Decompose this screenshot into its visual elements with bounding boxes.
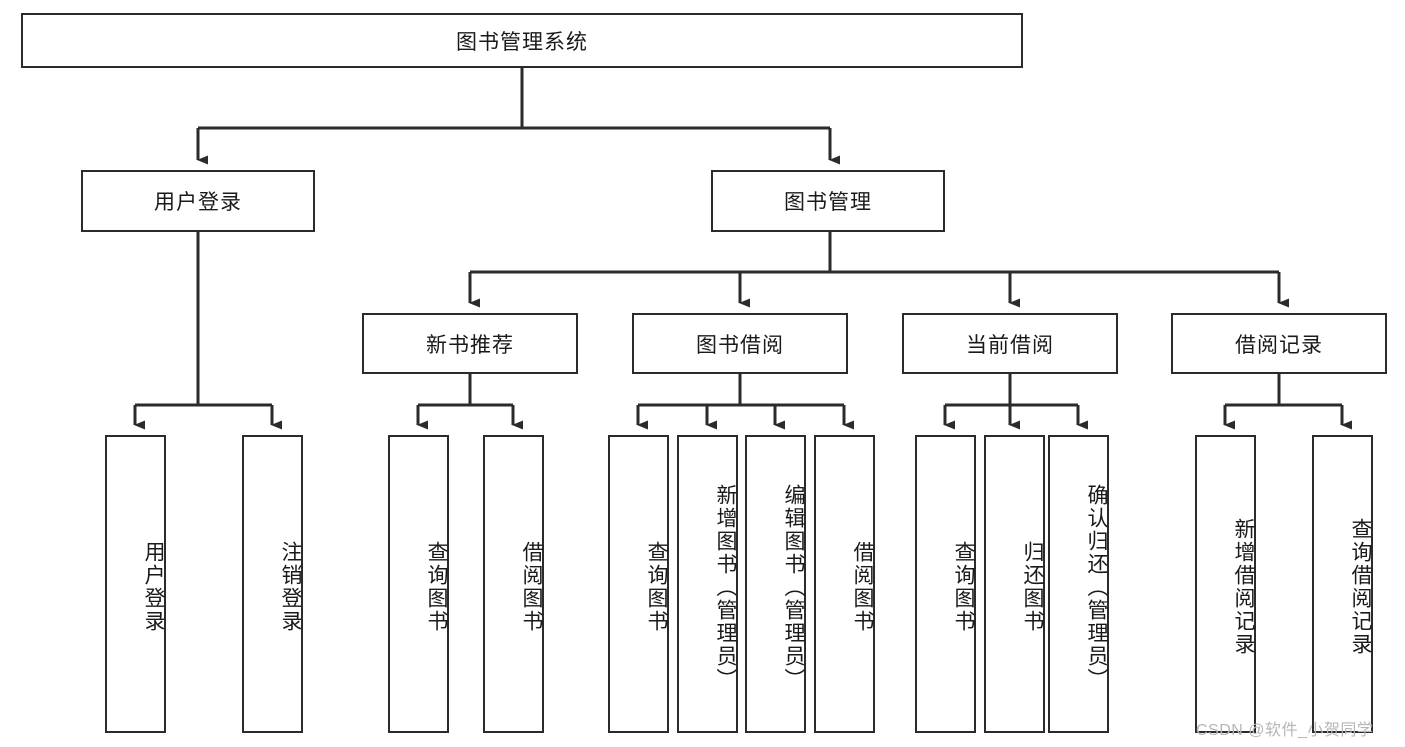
node-leaf-query-book-3-label: 查询图书 [952, 541, 975, 633]
node-book-borrow[interactable]: 图书借阅 [632, 313, 848, 374]
node-leaf-add-record[interactable]: 新增借阅记录 [1195, 435, 1256, 733]
node-leaf-edit-book-label: 编辑图书（管理员） [782, 483, 805, 691]
node-book-manage[interactable]: 图书管理 [711, 170, 945, 232]
node-book-borrow-label: 图书借阅 [696, 333, 784, 357]
node-leaf-query-book-3[interactable]: 查询图书 [915, 435, 976, 733]
node-new-book-rec[interactable]: 新书推荐 [362, 313, 578, 374]
node-leaf-borrow-book-1-label: 借阅图书 [520, 541, 543, 633]
node-root-label: 图书管理系统 [456, 30, 588, 54]
node-leaf-query-book-1-label: 查询图书 [425, 541, 448, 633]
node-leaf-return-book[interactable]: 归还图书 [984, 435, 1045, 733]
node-leaf-edit-book[interactable]: 编辑图书（管理员） [745, 435, 806, 733]
node-current-borrow-label: 当前借阅 [966, 333, 1054, 357]
node-leaf-add-book-label: 新增图书（管理员） [714, 483, 737, 691]
node-root[interactable]: 图书管理系统 [21, 13, 1023, 68]
node-leaf-query-book-2-label: 查询图书 [645, 541, 668, 633]
node-current-borrow[interactable]: 当前借阅 [902, 313, 1118, 374]
node-borrow-record-label: 借阅记录 [1235, 333, 1323, 357]
node-leaf-return-book-label: 归还图书 [1021, 541, 1044, 633]
node-leaf-logout[interactable]: 注销登录 [242, 435, 303, 733]
node-book-manage-label: 图书管理 [784, 191, 872, 214]
node-user-login[interactable]: 用户登录 [81, 170, 315, 232]
node-leaf-user-login-label: 用户登录 [142, 541, 165, 633]
node-leaf-query-book-2[interactable]: 查询图书 [608, 435, 669, 733]
node-leaf-query-record-label: 查询借阅记录 [1349, 518, 1372, 656]
node-leaf-user-login[interactable]: 用户登录 [105, 435, 166, 733]
node-leaf-add-book[interactable]: 新增图书（管理员） [677, 435, 738, 733]
node-new-book-rec-label: 新书推荐 [426, 333, 514, 357]
node-leaf-query-record[interactable]: 查询借阅记录 [1312, 435, 1373, 733]
node-leaf-borrow-book-2[interactable]: 借阅图书 [814, 435, 875, 733]
node-leaf-logout-label: 注销登录 [279, 541, 302, 633]
csdn-watermark: CSDN @软件_小贺同学 [1196, 722, 1374, 739]
node-borrow-record[interactable]: 借阅记录 [1171, 313, 1387, 374]
node-user-login-label: 用户登录 [154, 191, 242, 214]
node-leaf-borrow-book-1[interactable]: 借阅图书 [483, 435, 544, 733]
node-leaf-add-record-label: 新增借阅记录 [1232, 518, 1255, 656]
node-leaf-query-book-1[interactable]: 查询图书 [388, 435, 449, 733]
node-leaf-confirm-return[interactable]: 确认归还（管理员） [1048, 435, 1109, 733]
node-leaf-borrow-book-2-label: 借阅图书 [851, 541, 874, 633]
node-leaf-confirm-return-label: 确认归还（管理员） [1085, 483, 1108, 691]
